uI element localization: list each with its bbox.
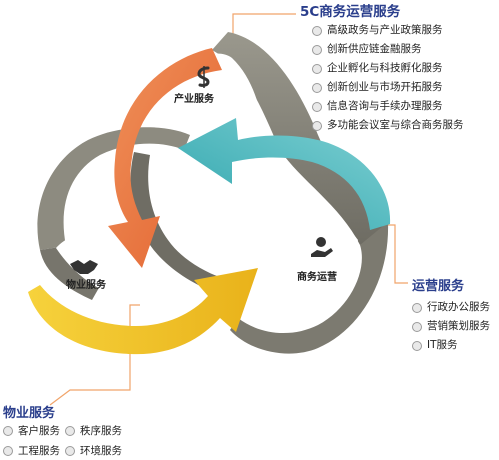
list-item: 信息咨询与手续办理服务	[312, 97, 464, 116]
handshake-icon	[70, 260, 98, 274]
bullet-icon	[65, 446, 75, 456]
dollar-icon	[197, 66, 210, 88]
bullet-icon	[312, 25, 322, 36]
bullet-icon	[312, 82, 322, 93]
top-section-list: 高级政务与产业政策服务 创新供应链金融服务 企业孵化与科技孵化服务 创新创业与市…	[312, 21, 464, 135]
bottom-section-title: 物业服务	[3, 406, 56, 421]
list-item: 创新供应链金融服务	[312, 40, 464, 59]
list-item: 客户服务	[3, 422, 65, 440]
top-section-title: 5C商务运营服务	[300, 4, 401, 20]
list-item: 多功能会议室与综合商务服务	[312, 116, 464, 135]
bullet-icon	[3, 426, 13, 436]
right-section-title: 运营服务	[412, 279, 465, 294]
bullet-icon	[65, 426, 75, 436]
node-label-property: 物业服务	[66, 280, 106, 291]
list-item: 创新创业与市场开拓服务	[312, 78, 464, 97]
list-item: 环境服务	[65, 442, 127, 460]
bullet-icon	[412, 302, 422, 313]
bullet-icon	[412, 340, 422, 351]
list-item: 高级政务与产业政策服务	[312, 21, 464, 40]
orange-arrow	[108, 48, 222, 268]
list-item: 营销策划服务	[412, 317, 490, 336]
bullet-icon	[312, 101, 322, 112]
bullet-icon	[312, 44, 322, 55]
list-item: 企业孵化与科技孵化服务	[312, 59, 464, 78]
hand-coin-icon	[311, 237, 333, 257]
node-label-business: 商务运营	[297, 272, 337, 283]
bullet-icon	[412, 321, 422, 332]
bottom-section-list: 客户服务 秩序服务 工程服务 环境服务	[3, 422, 127, 460]
list-item: 秩序服务	[65, 422, 127, 440]
list-item: 行政办公服务	[412, 298, 490, 317]
teal-arrow	[178, 118, 391, 230]
bullet-icon	[3, 446, 13, 456]
yellow-arrow	[28, 268, 258, 355]
inner-petals	[56, 53, 358, 298]
node-label-industry: 产业服务	[174, 94, 214, 105]
right-section-list: 行政办公服务 营销策划服务 IT服务	[412, 298, 490, 355]
bullet-icon	[312, 63, 322, 74]
bullet-icon	[312, 120, 322, 131]
list-item: IT服务	[412, 336, 490, 355]
list-item: 工程服务	[3, 442, 65, 460]
